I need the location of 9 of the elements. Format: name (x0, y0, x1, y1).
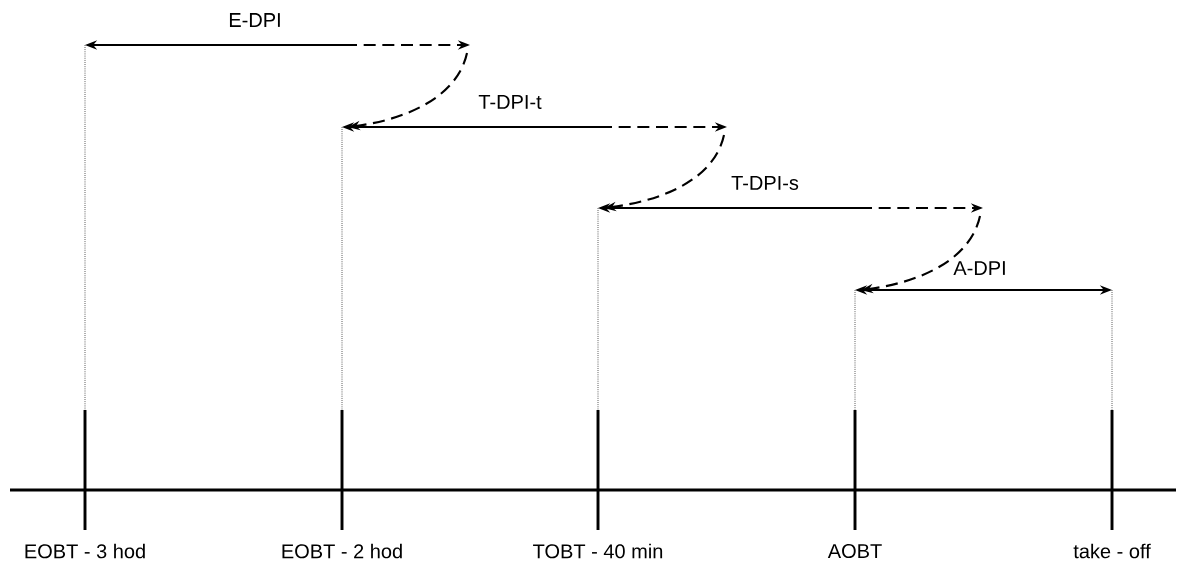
time-label: TOBT - 40 min (533, 543, 663, 559)
time-label: take - off (1073, 543, 1151, 559)
time-label: EOBT - 2 hod (282, 543, 402, 559)
interval-label: A-DPI (953, 261, 1005, 275)
interval-label: T-DPI-s (731, 176, 799, 190)
interval-label: E-DPI (229, 13, 280, 27)
time-label: AOBT (827, 543, 882, 559)
interval-label: T-DPI-t (478, 95, 542, 109)
time-label: EOBT - 3 hod (25, 543, 145, 559)
